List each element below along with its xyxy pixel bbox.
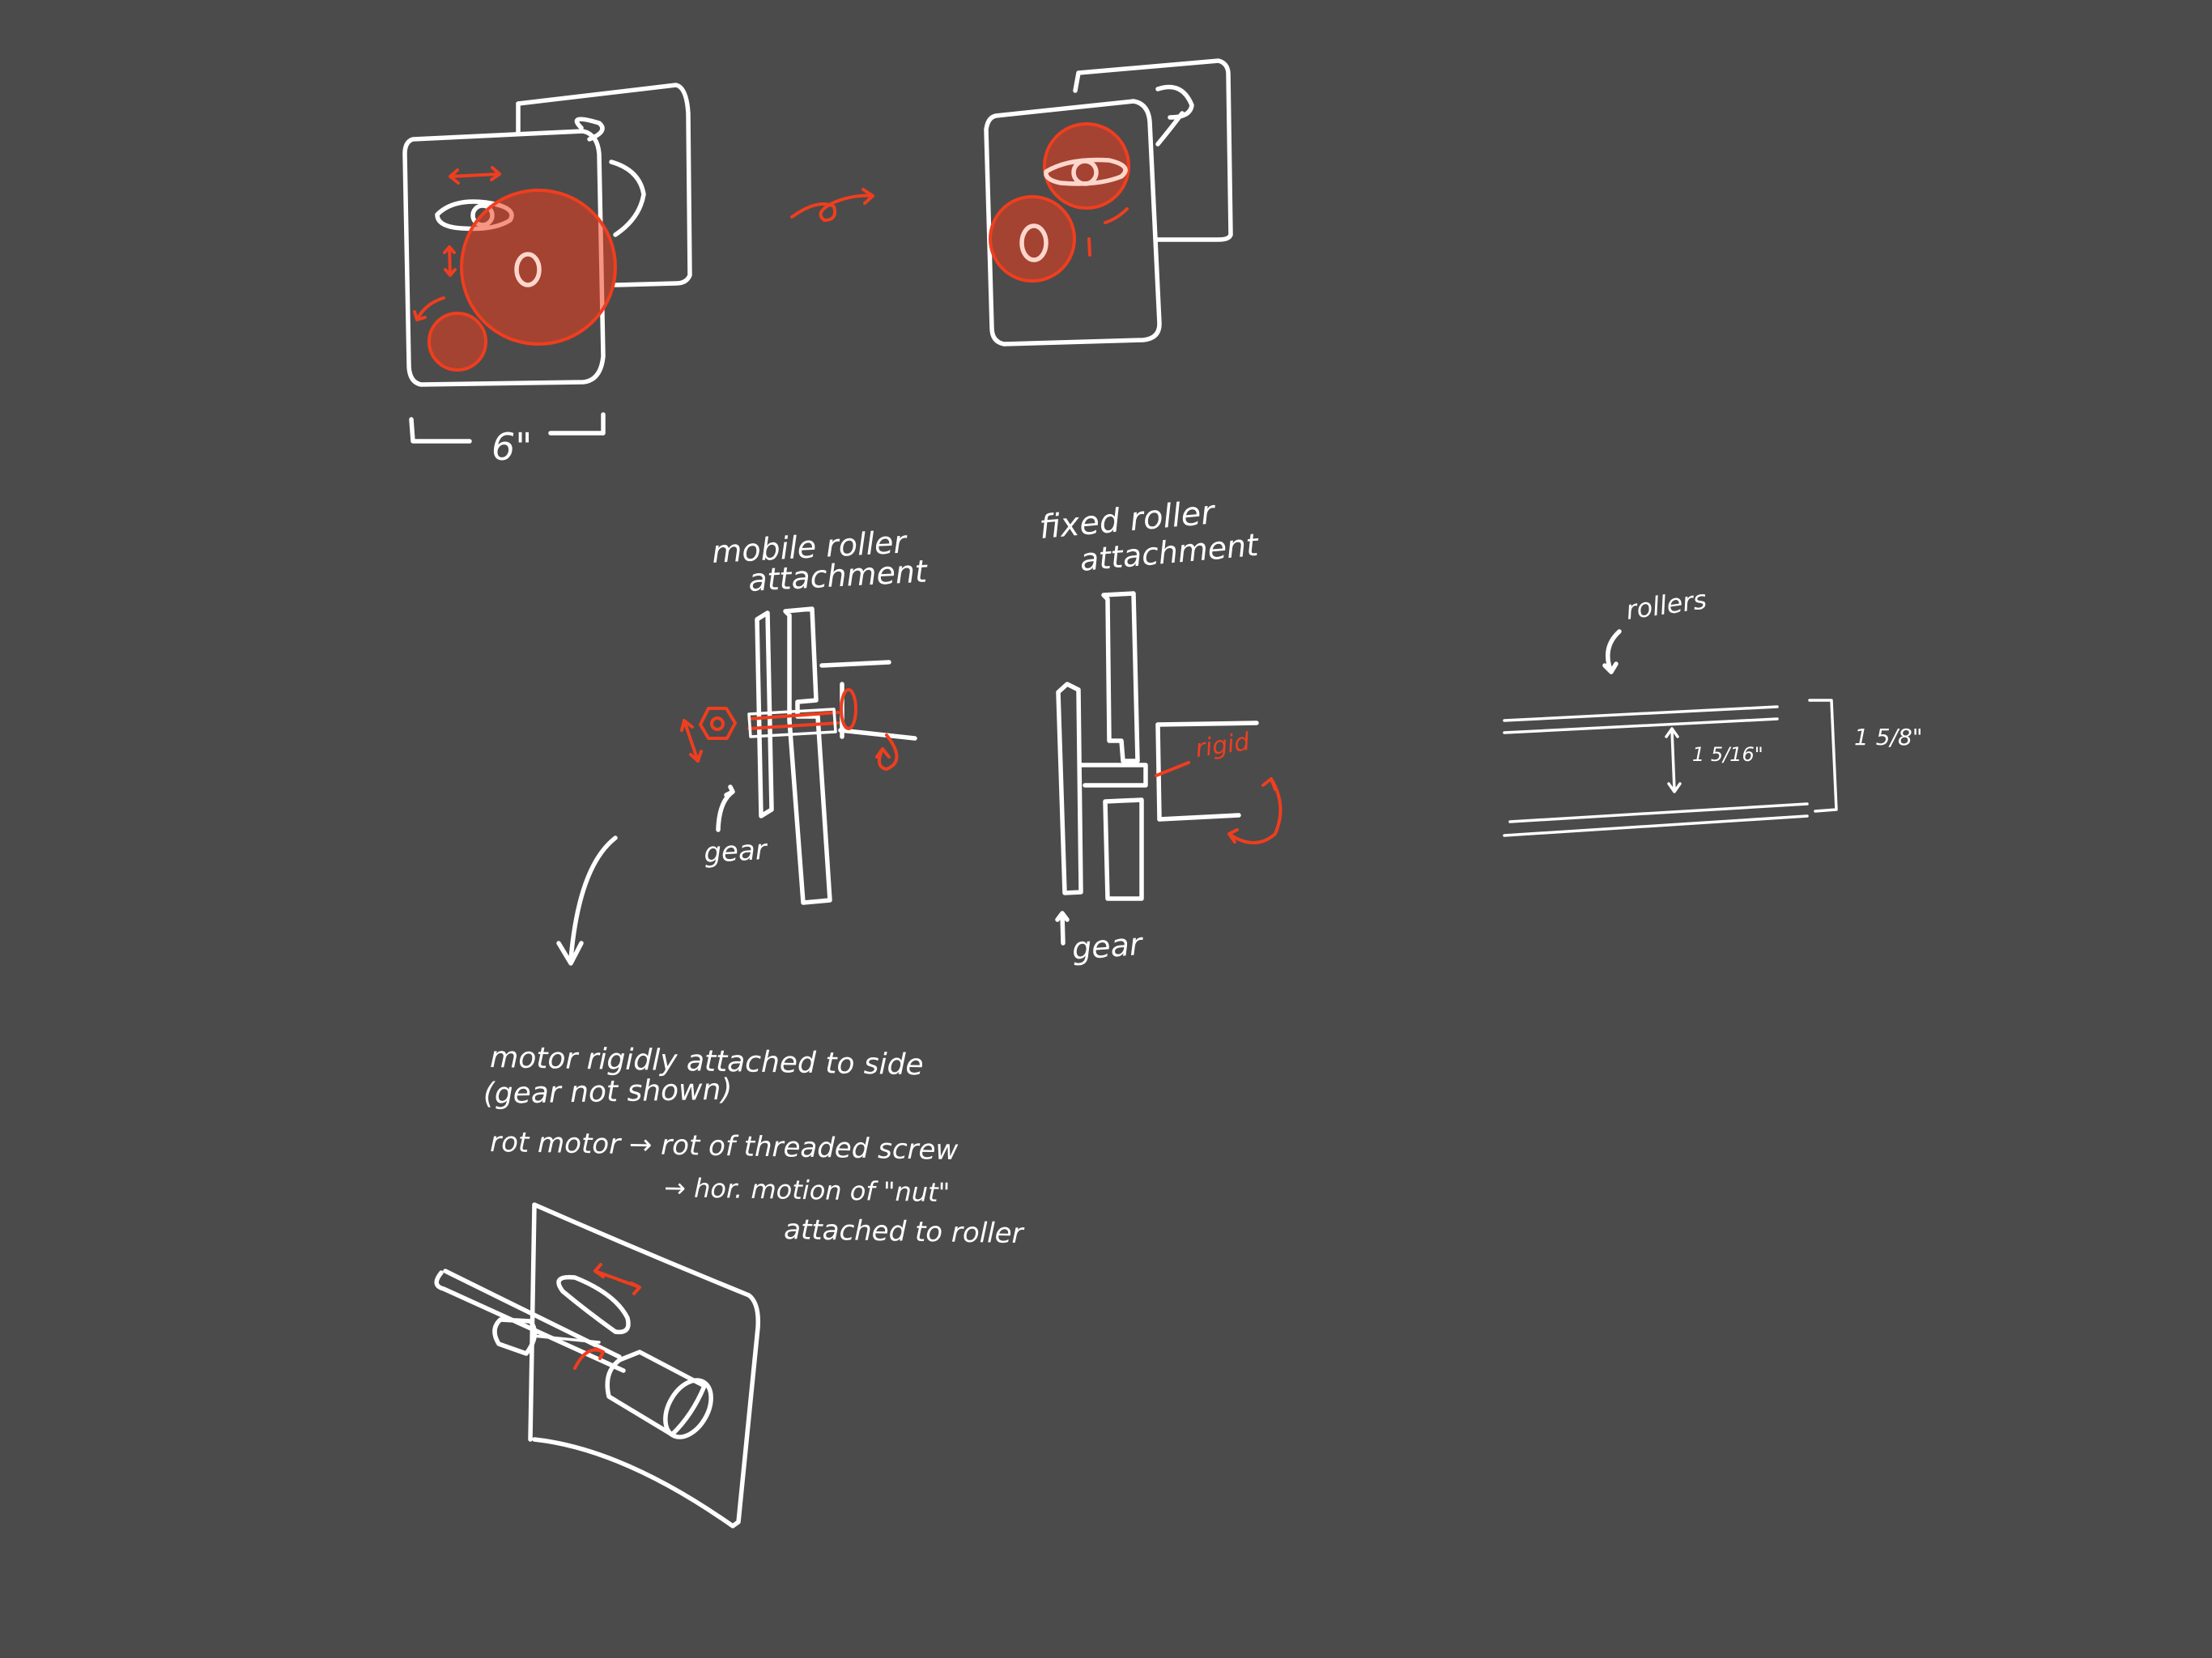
rigid-label: rigid [1193, 728, 1252, 763]
back-panel [516, 83, 692, 287]
note-line-1: motor rigidly attached to side [490, 1041, 924, 1082]
holder-sketch-left: 6" [402, 83, 692, 469]
lower-gear [989, 195, 1076, 283]
rollers-label: rollers [1624, 584, 1708, 626]
rollers-dimensions: rollers 1 5/16" 1 5/8" [1503, 584, 1923, 837]
side-panel [528, 1202, 761, 1528]
outer-dim-label: 1 5/8" [1854, 724, 1923, 750]
small-gear [428, 312, 487, 372]
mobile-roller-attachment: mobile roller attachment gear [680, 524, 929, 905]
gear-label-right: gear [1071, 926, 1146, 967]
front-panel [402, 129, 606, 387]
note-line-2: (gear not shown) [483, 1073, 732, 1111]
inner-dim-label: 1 5/16" [1692, 743, 1763, 766]
note-line-3: rot motor → rot of threaded screw [490, 1126, 959, 1167]
holder-sketch-right [984, 58, 1233, 346]
motor-screw-sketch [434, 1202, 761, 1528]
width-dim-label: 6" [491, 425, 532, 469]
gear-label-left: gear [703, 834, 768, 869]
note-line-5: attached to roller [784, 1214, 1025, 1250]
down-arrow [556, 835, 618, 966]
transition-arrow [790, 188, 874, 222]
note-line-4: → hor. motion of "nut" [664, 1172, 951, 1208]
upper-gear [1043, 122, 1130, 210]
fixed-roller-attachment: fixed roller attachment rigid gear [1038, 494, 1283, 967]
